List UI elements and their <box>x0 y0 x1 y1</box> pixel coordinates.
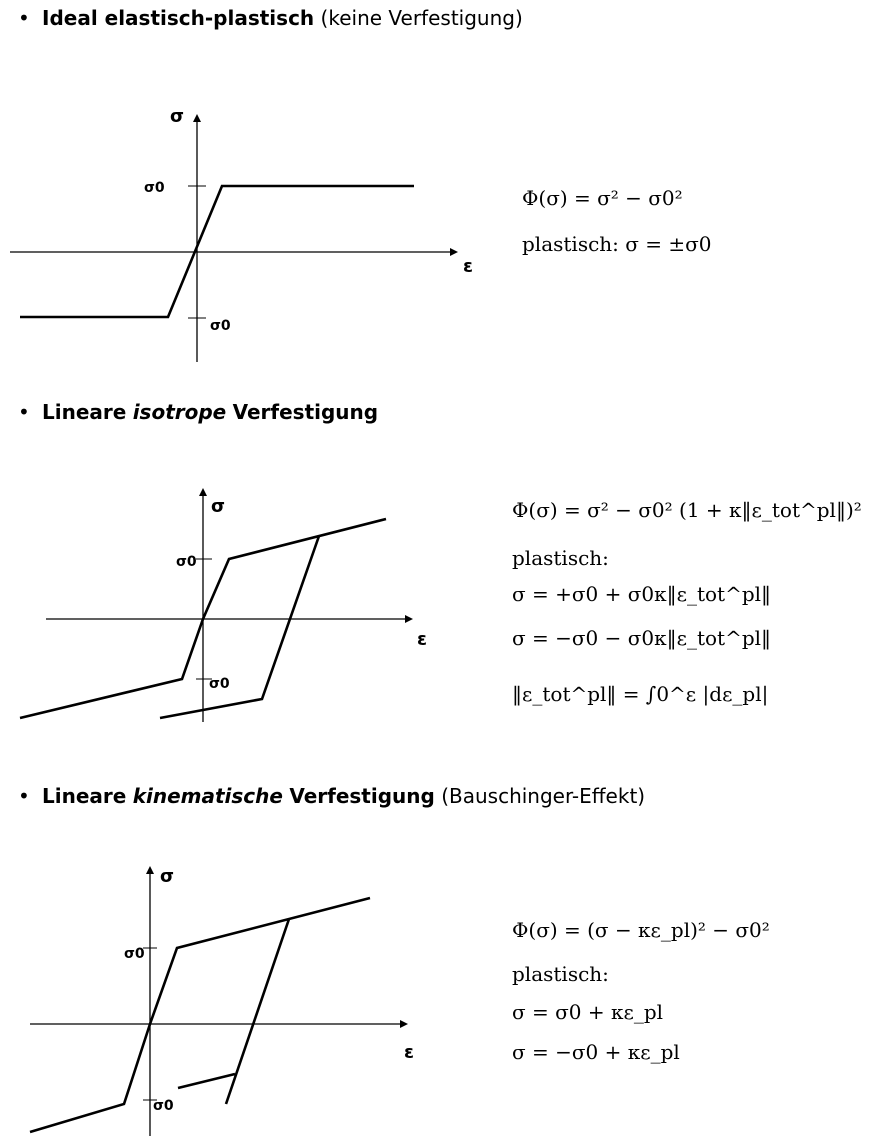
plastic-lower-eq: σ = −σ0 − σ0κ‖ε_tot^pl‖ <box>512 626 772 650</box>
sigma-axis-label: σ <box>160 866 174 887</box>
bullet: • <box>18 400 30 424</box>
isotropic-hardening-graph: σ ε σ0 σ0 <box>0 482 480 742</box>
epsilon-axis-label: ε <box>417 629 427 650</box>
stress-strain-curve <box>29 896 371 1134</box>
sigma0-bottom-label: σ0 <box>153 1098 174 1114</box>
epsilon-axis-arrowhead <box>400 1020 408 1028</box>
sigma-axis-label: σ <box>211 496 225 517</box>
reverse-yield-branch <box>177 1072 236 1090</box>
section-heading-kinematic: • Lineare kinematische Verfestigung (Baus… <box>18 784 645 808</box>
plastic-label: plastisch: <box>512 962 609 986</box>
unloading-curve <box>224 918 291 1105</box>
section-heading-ideal: • Ideal elastisch-plastisch (keine Verfes… <box>18 6 523 30</box>
sigma0-top-label: σ0 <box>176 554 197 570</box>
plastic-upper-eq: σ = +σ0 + σ0κ‖ε_tot^pl‖ <box>512 582 772 606</box>
sigma0-top-label: σ0 <box>144 180 165 196</box>
sigma-axis-arrowhead <box>193 114 201 122</box>
heading-italic: isotrope <box>132 400 227 424</box>
epsilon-axis-label: ε <box>463 256 473 277</box>
heading-suffix: (keine Verfestigung) <box>320 6 523 30</box>
epsilon-axis-arrowhead <box>450 248 458 256</box>
accumulated-strain-eq: ‖ε_tot^pl‖ = ∫0^ε |dε_pl| <box>512 682 769 706</box>
sigma0-bottom-label: σ0 <box>210 318 231 334</box>
heading-post: Verfestigung <box>232 400 379 424</box>
sigma-axis-label: σ <box>170 106 184 127</box>
section-heading-isotropic: • Lineare isotrope Verfestigung <box>18 400 378 424</box>
plastic-upper-eq: σ = σ0 + κε_pl <box>512 1000 664 1024</box>
kinematic-yield-function-eq: Φ(σ) = (σ − κε_pl)² − σ0² <box>512 918 770 942</box>
sigma0-bottom-label: σ0 <box>209 676 230 692</box>
bullet: • <box>18 784 30 808</box>
heading-suffix: (Bauschinger-Effekt) <box>441 784 646 808</box>
epsilon-axis-label: ε <box>404 1042 414 1063</box>
stress-strain-curve <box>19 517 387 720</box>
heading-post: Verfestigung <box>289 784 435 808</box>
heading-italic: kinematische <box>132 784 283 808</box>
ideal-plastic-graph: σ ε σ0 σ0 <box>0 100 480 370</box>
bullet: • <box>18 6 30 30</box>
plastic-label: plastisch: <box>512 546 609 570</box>
heading-pre: Lineare <box>42 400 127 424</box>
sigma0-top-label: σ0 <box>124 946 145 962</box>
epsilon-axis-arrowhead <box>405 615 413 623</box>
yield-function-eq: Φ(σ) = σ² − σ0² <box>522 186 683 210</box>
sigma-axis-arrowhead <box>199 488 207 496</box>
unloading-curve <box>159 535 321 720</box>
kinematic-hardening-graph: σ ε σ0 σ0 <box>0 858 480 1138</box>
heading-pre: Lineare <box>42 784 127 808</box>
stress-strain-curve <box>20 184 414 319</box>
isotropic-yield-function-eq: Φ(σ) = σ² − σ0² (1 + κ‖ε_tot^pl‖)² <box>512 498 862 522</box>
sigma-axis-arrowhead <box>146 866 154 874</box>
plastic-condition-eq: plastisch: σ = ±σ0 <box>522 232 712 256</box>
plastic-lower-eq: σ = −σ0 + κε_pl <box>512 1040 680 1064</box>
heading-bold: Ideal elastisch-plastisch <box>42 6 315 30</box>
